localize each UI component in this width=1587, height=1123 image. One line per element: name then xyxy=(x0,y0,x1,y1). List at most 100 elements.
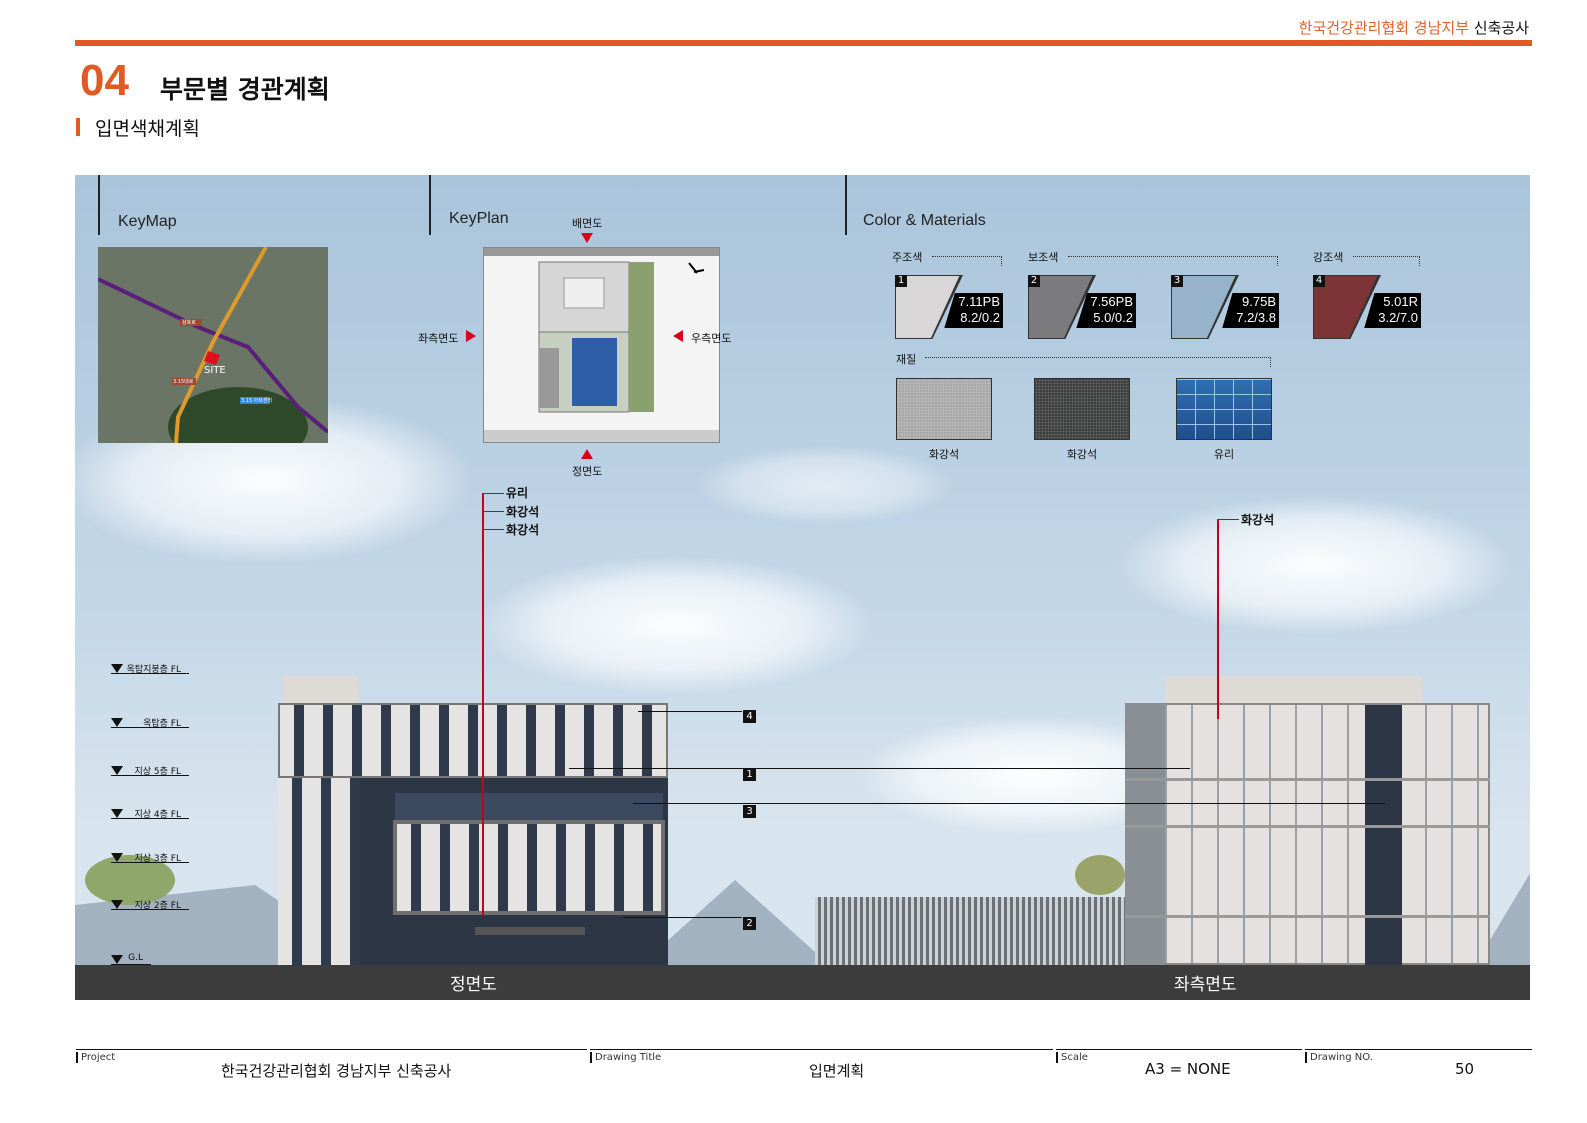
dotted-bracket xyxy=(932,256,1002,266)
site-plan-drawing xyxy=(484,248,719,442)
level-triangle-icon xyxy=(111,766,123,775)
ground-strip xyxy=(75,965,1530,1000)
keymap-roads xyxy=(98,247,328,443)
munsell-hue: 7.56PB xyxy=(1090,294,1133,309)
material-light-granite xyxy=(896,378,992,440)
drawing-title: 입면계획 xyxy=(809,1062,865,1080)
rooftop-structure xyxy=(283,676,358,706)
level-label: 지상 4층 FL xyxy=(134,810,181,820)
front-arrow-icon xyxy=(581,449,593,459)
accent-color-label: 강조색 xyxy=(1313,251,1344,264)
rear-arrow-icon xyxy=(581,233,593,243)
munsell-value: 5.0/0.2 xyxy=(1093,310,1133,325)
material-dark-granite xyxy=(1034,378,1130,440)
cloud xyxy=(475,555,875,695)
header-org: 한국건강관리협회 경남지부 xyxy=(1298,19,1470,37)
road-label: 삼호로 xyxy=(182,320,196,326)
floor-band xyxy=(1125,915,1490,918)
front-facade-middle xyxy=(393,820,665,915)
dotted-bracket xyxy=(925,357,1271,367)
footer-rule xyxy=(1056,1049,1302,1050)
material-caption: 유리 xyxy=(1213,448,1235,461)
munsell-hue: 9.75B xyxy=(1242,294,1276,309)
site-label: SITE xyxy=(204,365,226,376)
scale-label: Scale xyxy=(1056,1052,1088,1063)
left-arrow-icon xyxy=(466,330,476,342)
color-tag: 4 xyxy=(743,710,756,723)
level-label: 지상 5층 FL xyxy=(134,767,181,777)
sub-color-label: 보조색 xyxy=(1028,251,1059,264)
material-glass xyxy=(1176,378,1272,440)
keymap-image: SITE 삼호로 3.15대로 3.15 아트센터 xyxy=(98,247,328,443)
drawing-number: 50 xyxy=(1455,1060,1475,1078)
keyplan-image xyxy=(483,247,720,443)
level-triangle-icon xyxy=(111,900,123,909)
material-caption: 화강석 xyxy=(1066,448,1098,461)
connecting-structure xyxy=(815,897,1125,965)
level-label: G.L xyxy=(128,953,143,963)
section-number: 04 xyxy=(80,56,129,105)
side-facade-recess xyxy=(1125,703,1165,965)
munsell-hue: 7.11PB xyxy=(958,294,1000,309)
keymap-title: KeyMap xyxy=(118,213,177,230)
drawing-no-label: Drawing NO. xyxy=(1305,1052,1373,1063)
dotted-bracket xyxy=(1353,256,1420,266)
level-marker: 지상 4층 FL xyxy=(111,807,189,820)
tree xyxy=(1075,855,1125,895)
leader-line xyxy=(1217,519,1219,719)
color-leader-line xyxy=(623,917,742,918)
main-color-label: 주조색 xyxy=(892,251,923,264)
leader-line xyxy=(482,493,504,494)
rooftop-structure xyxy=(1165,676,1422,706)
leader-line xyxy=(482,529,504,530)
level-triangle-icon xyxy=(111,809,123,818)
munsell-hue: 5.01R xyxy=(1383,294,1418,309)
project-label: Project xyxy=(76,1052,115,1063)
level-triangle-icon xyxy=(111,955,123,964)
level-marker: 옥탑층 FL xyxy=(111,716,189,729)
leader-line xyxy=(1217,519,1239,520)
callout-label: 화강석 xyxy=(506,523,540,537)
color-tag: 2 xyxy=(743,917,756,930)
level-marker: 옥탑지붕층 FL xyxy=(111,662,189,675)
front-elevation-caption: 정면도 xyxy=(450,975,497,995)
entrance-canopy xyxy=(475,927,585,935)
landmark-label: 3.15 아트센터 xyxy=(241,398,273,404)
level-label: 지상 3층 FL xyxy=(134,854,181,864)
swatch-number: 1 xyxy=(895,275,907,287)
left-elevation-label: 좌측면도 xyxy=(418,332,459,345)
side-glass-strip xyxy=(1365,705,1402,965)
level-triangle-icon xyxy=(111,853,123,862)
front-elevation-label: 정면도 xyxy=(572,465,603,478)
scale-value: A3 = NONE xyxy=(1145,1060,1231,1078)
subtitle: 입면색채계획 xyxy=(95,118,200,140)
side-facade xyxy=(1125,703,1490,965)
divider xyxy=(98,175,100,235)
level-marker: 지상 3층 FL xyxy=(111,851,189,864)
header-suffix: 신축공사 xyxy=(1473,19,1529,37)
leader-line xyxy=(482,511,504,512)
project-name: 한국건강관리협회 경남지부 신축공사 xyxy=(221,1062,452,1080)
road-label: 3.15대로 xyxy=(173,379,194,385)
level-marker: G.L xyxy=(111,953,151,965)
level-triangle-icon xyxy=(111,664,123,673)
header-title: 한국건강관리협회 경남지부 신축공사 xyxy=(1299,17,1529,38)
dotted-bracket xyxy=(1068,256,1278,266)
front-curtain-wall xyxy=(395,793,663,821)
right-elevation-label: 우측면도 xyxy=(691,332,732,345)
swatch-number: 3 xyxy=(1171,275,1183,287)
divider xyxy=(845,175,847,235)
floor-band xyxy=(1125,778,1490,781)
drawing-title-label: Drawing Title xyxy=(590,1052,661,1063)
materials-title: Color & Materials xyxy=(863,212,986,229)
color-tag: 1 xyxy=(743,768,756,781)
right-arrow-icon xyxy=(673,330,683,342)
level-label: 옥탑지붕층 FL xyxy=(126,665,181,675)
